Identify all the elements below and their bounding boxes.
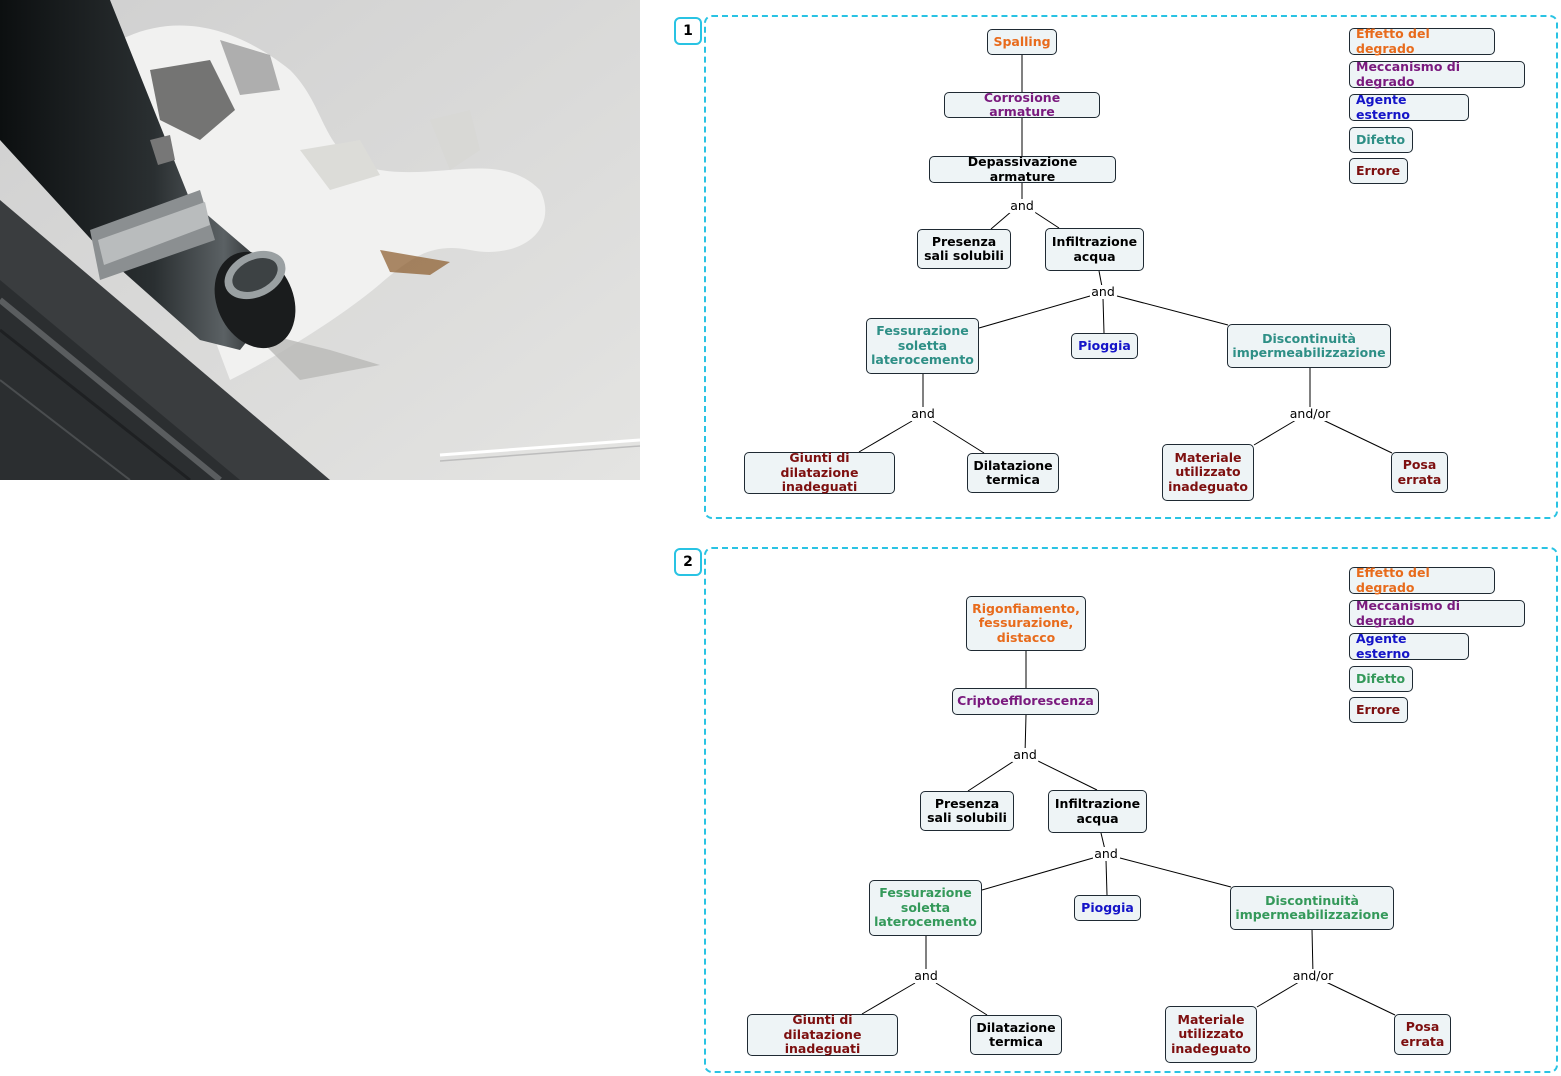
legend-error: Errore <box>1349 697 1408 723</box>
node-soluble-salts[interactable]: Presenza sali solubili <box>917 229 1011 269</box>
node-water-infiltration[interactable]: Infiltrazione acqua <box>1045 228 1144 271</box>
node-water-infiltration[interactable]: Infiltrazione acqua <box>1048 790 1147 833</box>
legend-mechanism: Meccanismo di degrado <box>1349 59 1525 88</box>
node-mechanism-secondary[interactable]: Depassivazione armature <box>929 154 1116 183</box>
connector-and-or: and/or <box>1291 968 1335 983</box>
panel-badge-1: 1 <box>674 17 702 45</box>
node-mechanism[interactable]: Criptoefflorescenza <box>952 688 1099 715</box>
degradation-photo <box>0 0 640 480</box>
legend-mechanism: Meccanismo di degrado <box>1349 598 1525 627</box>
legend-effect: Effetto del degrado <box>1349 565 1495 594</box>
legend-external-agent: Agente esterno <box>1349 631 1469 660</box>
legend-defect: Difetto <box>1349 127 1413 153</box>
node-thermal-expansion[interactable]: Dilatazione termica <box>970 1015 1062 1055</box>
node-waterproofing-discontinuity[interactable]: Discontinuità impermeabilizzazione <box>1230 886 1394 930</box>
node-expansion-joints[interactable]: Giunti di dilatazione inadeguati <box>744 451 895 494</box>
node-effect[interactable]: Spalling <box>987 29 1057 55</box>
node-expansion-joints[interactable]: Giunti di dilatazione inadeguati <box>747 1013 898 1056</box>
legend-defect: Difetto <box>1349 666 1413 692</box>
connector-and-or: and/or <box>1288 406 1332 421</box>
diagram-panel-1 <box>704 15 1558 519</box>
node-waterproofing-discontinuity[interactable]: Discontinuità impermeabilizzazione <box>1227 324 1391 368</box>
node-mechanism[interactable]: Corrosione armature <box>944 90 1100 119</box>
connector-and: and <box>913 968 939 983</box>
legend-effect: Effetto del degrado <box>1349 26 1495 55</box>
node-rain[interactable]: Pioggia <box>1074 895 1141 921</box>
node-slab-cracking[interactable]: Fessurazione soletta laterocemento <box>866 318 979 374</box>
node-effect[interactable]: Rigonfiamento, fessurazione, distacco <box>966 596 1086 651</box>
node-faulty-installation[interactable]: Posa errata <box>1391 452 1448 493</box>
connector-and: and <box>1093 846 1119 861</box>
panel-badge-2: 2 <box>674 548 702 576</box>
legend-external-agent: Agente esterno <box>1349 92 1469 121</box>
diagram-panel-2 <box>704 547 1558 1073</box>
legend-error: Errore <box>1349 158 1408 184</box>
photo-icon <box>0 0 640 480</box>
node-thermal-expansion[interactable]: Dilatazione termica <box>967 453 1059 493</box>
node-inadequate-material[interactable]: Materiale utilizzato inadeguato <box>1162 444 1254 501</box>
node-faulty-installation[interactable]: Posa errata <box>1394 1014 1451 1055</box>
connector-and: and <box>1090 284 1116 299</box>
connector-and: and <box>1009 198 1035 213</box>
node-slab-cracking[interactable]: Fessurazione soletta laterocemento <box>869 880 982 936</box>
node-soluble-salts[interactable]: Presenza sali solubili <box>920 791 1014 831</box>
connector-and: and <box>910 406 936 421</box>
node-rain[interactable]: Pioggia <box>1071 333 1138 359</box>
node-inadequate-material[interactable]: Materiale utilizzato inadeguato <box>1165 1006 1257 1063</box>
connector-and: and <box>1012 747 1038 762</box>
